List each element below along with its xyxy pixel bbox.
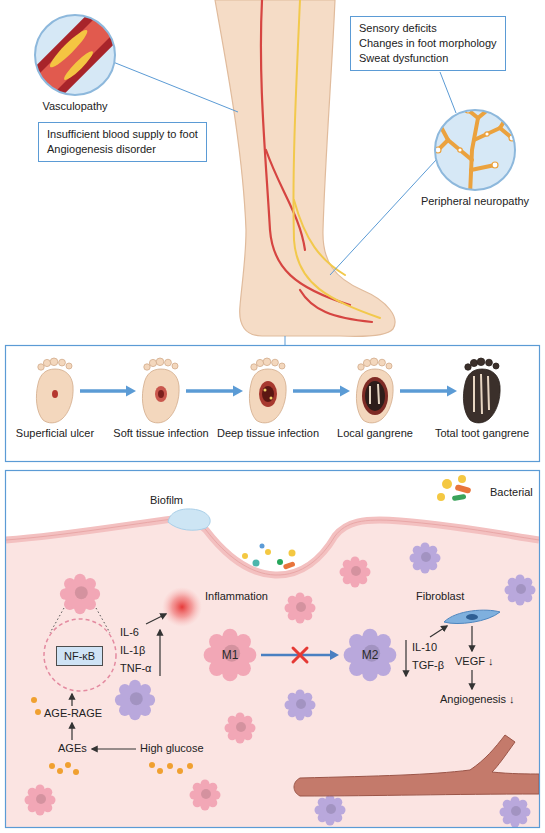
stage-panel — [6, 346, 540, 462]
blood-vessel — [294, 735, 539, 796]
neuropathy-circle: Peripheral neuropathy — [435, 110, 515, 190]
arrow-head — [447, 386, 457, 397]
symptom-box: Insufficient blood supply to footAngioge… — [38, 122, 207, 162]
factor-name: NF-κB — [64, 649, 95, 663]
mechanism-panel — [6, 471, 540, 828]
macrophage-cell: M2 — [342, 627, 398, 683]
connector-line — [400, 389, 449, 393]
factor-box: NF-κB — [56, 646, 103, 666]
circle-label: Peripheral neuropathy — [395, 195, 545, 208]
leader-lines — [113, 62, 456, 345]
label-text: Inflammation — [205, 590, 268, 603]
label-text: TGF-β — [412, 659, 444, 672]
connector-line — [186, 389, 235, 393]
edge-connector — [293, 386, 350, 397]
label-text: IL-6 — [120, 626, 139, 639]
inflammation-glow — [162, 587, 202, 627]
vasculopathy-circle: Vasculopathy — [35, 15, 115, 95]
box-text: Insufficient blood supply to foot — [47, 127, 198, 142]
stage-foot: Deep tissue infection — [246, 357, 290, 425]
box-text: Sensory deficits — [359, 21, 497, 36]
vessel-icon — [18, 0, 131, 112]
skin-tissue — [6, 519, 539, 828]
label-text: Bacterial — [490, 486, 533, 499]
cell-label: M1 — [202, 627, 258, 683]
stage-label: Soft tissue infection — [99, 427, 223, 440]
label-text: Fibroblast — [416, 590, 464, 603]
label-text: IL-10 — [412, 641, 437, 654]
circle-label: Vasculopathy — [0, 100, 155, 113]
label-text: AGE-RAGE — [44, 707, 102, 720]
stage-label: Superficial ulcer — [0, 427, 117, 440]
stage-foot: Local gangrene — [353, 357, 397, 425]
zoom-lines — [50, 608, 110, 633]
arrow-head — [330, 650, 339, 660]
connector-line — [261, 654, 332, 657]
label-text: Biofilm — [150, 494, 183, 507]
arrow-head — [340, 386, 350, 397]
label-text: Angiogenesis ↓ — [440, 693, 515, 706]
block-cross — [293, 648, 307, 662]
nerve-icon — [435, 105, 515, 195]
edge-connector — [186, 386, 243, 397]
stage-label: Local gangrene — [313, 427, 437, 440]
edge-connector — [400, 386, 457, 397]
arrow-head — [233, 386, 243, 397]
epidermis-edge — [6, 519, 539, 575]
label-text: VEGF ↓ — [455, 655, 494, 668]
label-text: IL-1β — [120, 644, 145, 657]
macrophage-cell: M1 — [202, 627, 258, 683]
stage-foot: Total toot gangrene — [460, 357, 504, 425]
epidermis — [6, 519, 539, 575]
symptom-box: Sensory deficitsChanges in foot morpholo… — [350, 16, 506, 71]
age-dots — [31, 697, 193, 775]
connector-line — [80, 389, 128, 393]
arrow-head — [126, 386, 136, 397]
stage-label: Total toot gangrene — [420, 427, 544, 440]
box-text: Changes in foot morphology — [359, 36, 497, 51]
label-text: AGEs — [58, 742, 87, 755]
box-text: Sweat dysfunction — [359, 51, 497, 66]
label-text: TNF-α — [120, 662, 151, 675]
stage-feet — [36, 358, 500, 423]
stage-foot: Soft tissue infection — [139, 357, 183, 425]
connector-line — [293, 389, 342, 393]
fibroblast-nucleus — [466, 614, 478, 620]
stage-foot: Superficial ulcer — [33, 357, 77, 425]
stage-label: Deep tissue infection — [206, 427, 330, 440]
pathway-arrows — [72, 614, 472, 749]
label-text: High glucose — [140, 742, 204, 755]
zoom-circle — [44, 619, 116, 691]
cell-label: M2 — [342, 627, 398, 683]
edge-connector — [80, 386, 136, 397]
box-text: Angiogenesis disorder — [47, 142, 198, 157]
biofilm-blob — [168, 509, 210, 530]
fibroblast-cell — [444, 610, 500, 623]
